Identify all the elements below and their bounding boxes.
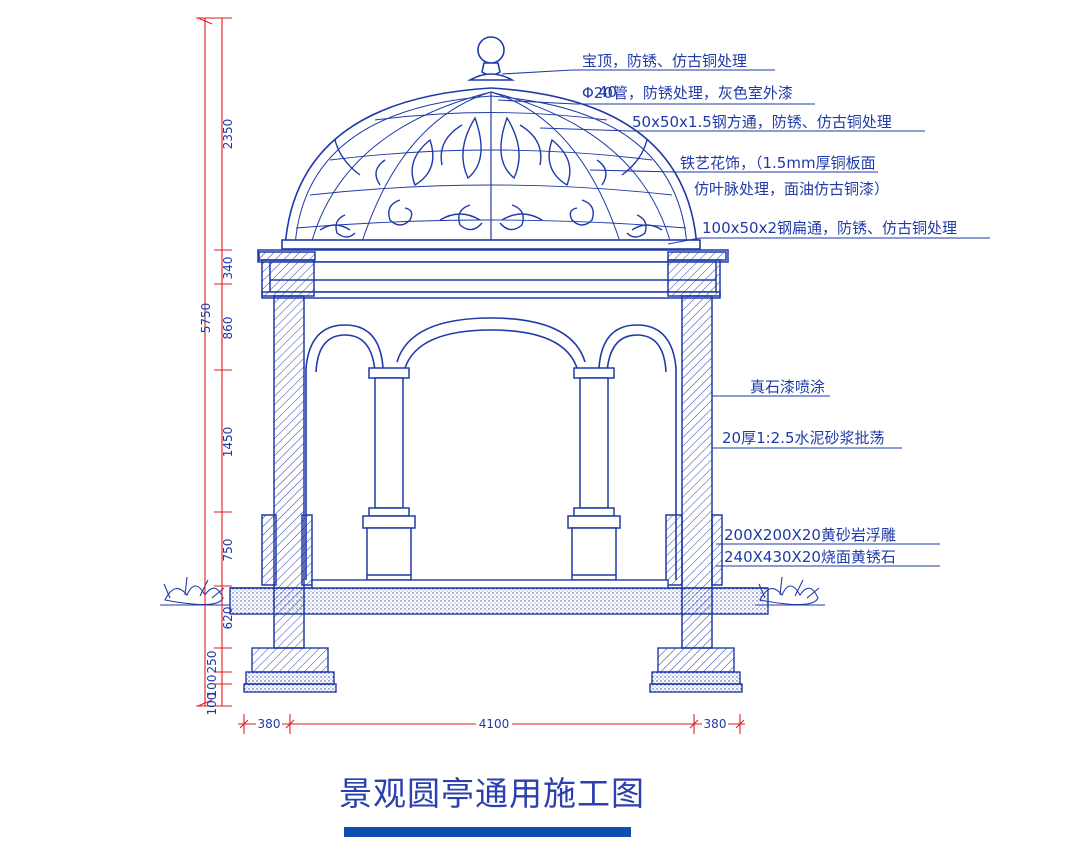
annotation-ironwork-2: 仿叶脉处理，面油仿古铜漆） xyxy=(694,180,889,198)
annotation-plaster: 20厚1:2.5水泥砂浆批荡 xyxy=(722,429,885,447)
dim-right-pillar: 380 xyxy=(704,717,727,731)
horizontal-dimension-labels: 380 4100 380 xyxy=(256,716,728,731)
annotation-stone-paint: 真石漆喷涂 xyxy=(750,378,825,396)
annotation-finial: 宝顶，防锈、仿古铜处理 xyxy=(582,52,747,70)
dim-left-pillar: 380 xyxy=(258,717,281,731)
inner-column-right xyxy=(567,367,621,581)
dim-dome: 2350 xyxy=(221,119,235,150)
annotations: 宝顶，防锈、仿古铜处理 Φ20管，防锈处理，灰色室外漆 40 50x50x1.5… xyxy=(582,52,957,566)
title-underline-bar xyxy=(344,827,631,837)
annotation-pipe-overprint: 40 xyxy=(598,83,617,101)
finial xyxy=(466,36,516,81)
footing-right xyxy=(649,647,743,693)
leader-lines xyxy=(497,69,990,567)
shrub-right xyxy=(755,576,825,606)
annotation-pipe: Φ20管，防锈处理，灰色室外漆 xyxy=(582,84,793,102)
dim-arch: 860 xyxy=(221,317,235,340)
annotation-rust-stone: 240X430X20烧面黄锈石 xyxy=(724,548,896,566)
arches xyxy=(305,317,677,580)
annotation-square-tube: 50x50x1.5钢方通，防锈、仿古铜处理 xyxy=(632,113,892,131)
dim-column: 1450 xyxy=(221,427,235,458)
vertical-dimension-chain xyxy=(196,17,232,707)
dome xyxy=(281,87,701,250)
dim-footing: 250 xyxy=(205,651,219,674)
drawing-title: 景观圆亭通用施工图 xyxy=(339,774,645,813)
footing-left xyxy=(243,647,337,693)
dim-slab: 620 xyxy=(221,607,235,630)
dim-pad-2: 100 xyxy=(205,693,219,716)
shrub-left xyxy=(160,576,230,606)
annotation-sandstone-relief: 200X200X20黄砂岩浮雕 xyxy=(724,526,896,544)
entablature xyxy=(257,249,729,299)
dome-ironwork-ornament xyxy=(319,116,663,238)
floor-slab xyxy=(229,579,769,615)
dim-total: 5750 xyxy=(199,303,213,334)
vertical-dimension-labels: 5750 2350 340 860 1450 750 620 250 100 1… xyxy=(199,119,235,716)
dim-pad-1: 100 xyxy=(205,675,219,698)
dim-entablature: 340 xyxy=(221,257,235,280)
annotation-flat-tube: 100x50x2钢扁通，防锈、仿古铜处理 xyxy=(702,219,957,237)
dim-base: 750 xyxy=(221,539,235,562)
annotation-ironwork-1: 铁艺花饰，（1.5mm厚铜板面 xyxy=(680,154,876,172)
inner-column-left xyxy=(362,367,416,581)
dim-span: 4100 xyxy=(479,717,510,731)
